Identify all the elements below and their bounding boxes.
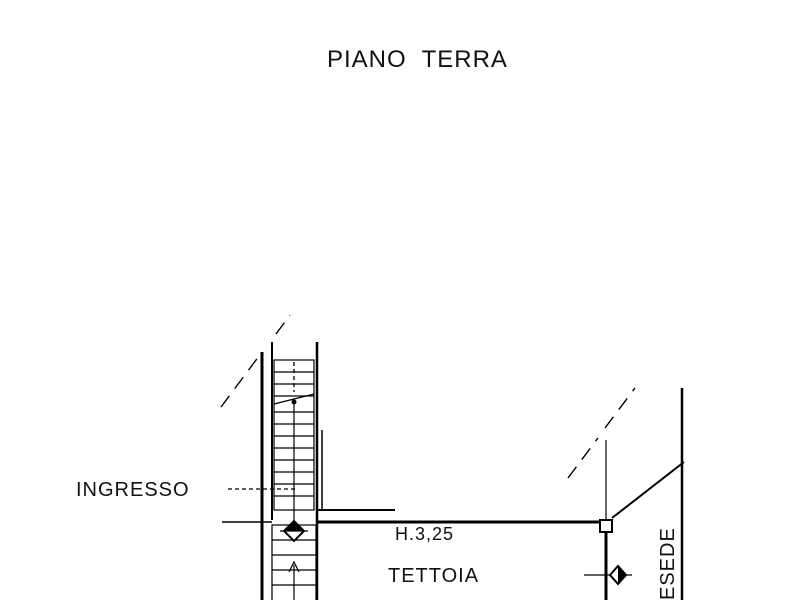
stair-walls <box>260 342 323 600</box>
label-tettoia: TETTOIA <box>388 565 479 587</box>
label-ingresso: INGRESSO <box>76 479 190 501</box>
section-marker-icon <box>280 519 308 543</box>
right-post <box>599 440 613 600</box>
label-esede: ESEDE <box>657 527 679 600</box>
staircase <box>273 359 315 520</box>
right-section-marker-icon <box>584 564 632 586</box>
main-wall <box>222 509 600 524</box>
left-dashed-guides <box>220 314 291 408</box>
label-height: H.3,25 <box>395 524 454 544</box>
esede-area <box>611 388 685 600</box>
right-dashed-guides <box>567 387 636 479</box>
plan-title: PIANO TERRA <box>327 46 508 73</box>
